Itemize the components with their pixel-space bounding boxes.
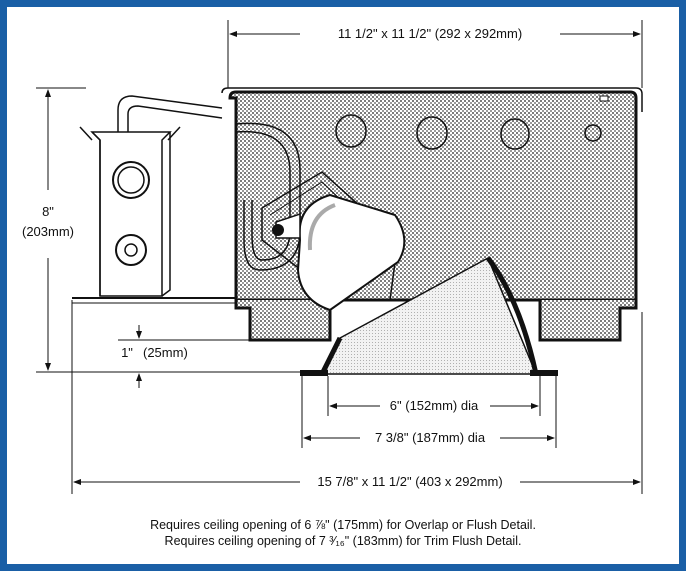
- lamp-assembly: [261, 171, 406, 312]
- conduit: [117, 95, 301, 271]
- reflector-cone: [300, 256, 558, 376]
- dim-top-width: 11 1/2" x 11 1/2" (292 x 292mm): [338, 26, 522, 41]
- dim-overall: 15 7/8" x 11 1/2" (403 x 292mm): [317, 474, 502, 489]
- dim-trim-mm: (25mm): [143, 345, 188, 360]
- knockouts: [335, 114, 602, 150]
- dim-height-in: 8": [42, 204, 54, 219]
- note-overlap-flush: Requires ceiling opening of 6 ⅞" (175mm)…: [150, 518, 536, 532]
- dim-trim-dia: 7 3/8" (187mm) dia: [375, 430, 486, 445]
- dimension-lines: [36, 20, 643, 494]
- note-trim-flush: Requires ceiling opening of 7 ³⁄₁₆" (183…: [164, 534, 522, 548]
- junction-box: [72, 126, 236, 304]
- dim-trim-in: 1": [121, 345, 133, 360]
- dim-height-mm: (203mm): [22, 224, 74, 239]
- dim-aperture: 6" (152mm) dia: [390, 398, 479, 413]
